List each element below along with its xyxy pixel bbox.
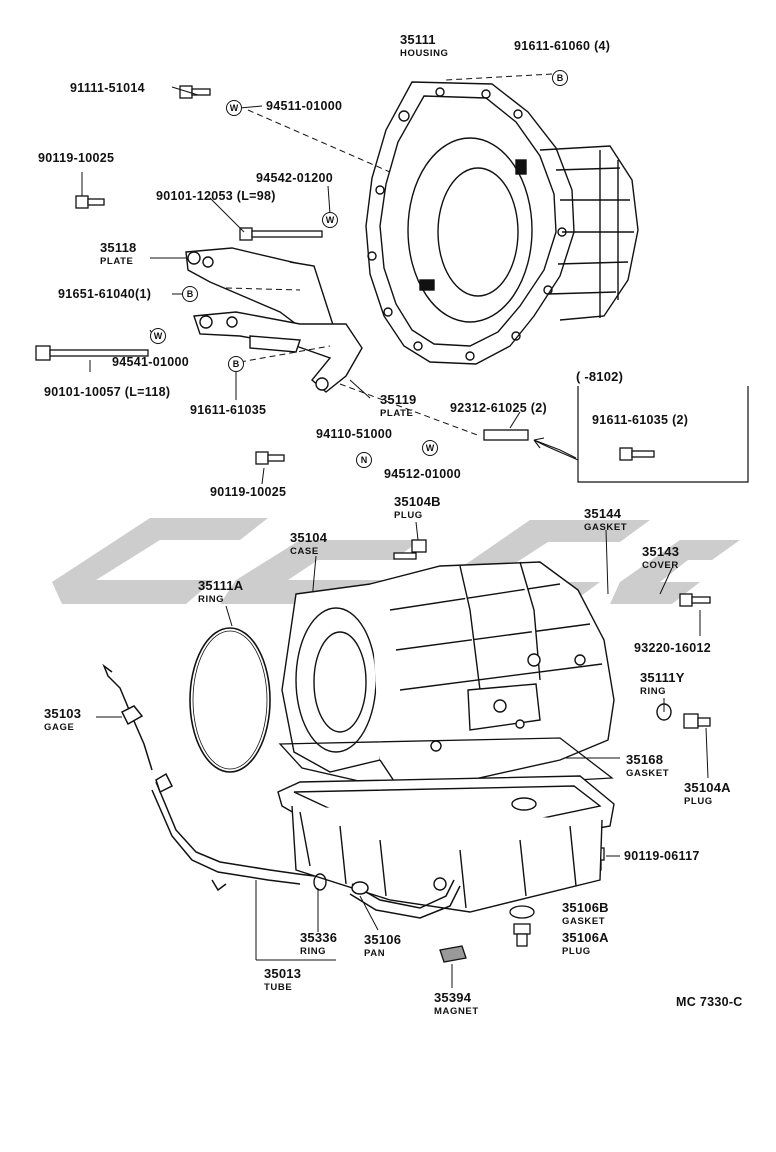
ring-35111a-inner <box>192 630 268 770</box>
box-bolt-label: 91611-61035 (2) <box>592 413 689 427</box>
bolt-90119-06117-label: 90119-06117 <box>624 849 700 863</box>
bolt-90119-bottom-label: 90119-10025 <box>210 485 287 499</box>
washer-94541-label: 94541-01000 <box>112 355 189 369</box>
variant-range-label: ( -8102) <box>576 369 624 384</box>
box-arrow <box>533 437 579 461</box>
bolt-90101-10057-label: 90101-10057 (L=118) <box>44 385 171 399</box>
bolt-91111-label: 91111-51014 <box>70 81 145 95</box>
ring-35111y-drawing <box>656 703 672 721</box>
b-mark: B <box>228 356 244 372</box>
bolt-91611-61060-label: 91611-61060 (4) <box>514 39 611 53</box>
small-bolts <box>35 85 711 963</box>
case-drawing <box>281 561 615 791</box>
w-mark: W <box>422 440 438 456</box>
w-mark: W <box>150 328 166 344</box>
bolt-93220-label: 93220-16012 <box>634 641 711 655</box>
ring-35111a-drawing <box>189 627 271 773</box>
bolt-90119-top-label: 90119-10025 <box>38 151 115 165</box>
bolt-91651-label: 91651-61040(1) <box>58 287 152 301</box>
washer-94512-label: 94512-01000 <box>384 467 461 481</box>
w-mark: W <box>226 100 242 116</box>
plate-35119-drawing <box>193 311 363 393</box>
bolt-90101-12053-label: 90101-12053 (L=98) <box>156 189 276 203</box>
b-mark: B <box>182 286 198 302</box>
variant-box <box>577 386 749 483</box>
washer-94511-label: 94511-01000 <box>266 99 343 113</box>
housing-drawing <box>365 81 639 365</box>
w-mark: W <box>322 212 338 228</box>
nut-94110-label: 94110-51000 <box>316 427 393 441</box>
ring-35336-drawing <box>313 873 327 891</box>
stud-92312-label: 92312-61025 (2) <box>450 401 547 415</box>
n-mark: N <box>356 452 372 468</box>
dipstick-tube-drawing <box>102 663 461 919</box>
b-mark: B <box>552 70 568 86</box>
pan-drawing <box>277 775 615 913</box>
washer-94542-label: 94542-01200 <box>256 171 333 185</box>
diagram-code: MC 7330-C <box>676 995 743 1009</box>
bolt-91611-61035-label: 91611-61035 <box>190 403 267 417</box>
